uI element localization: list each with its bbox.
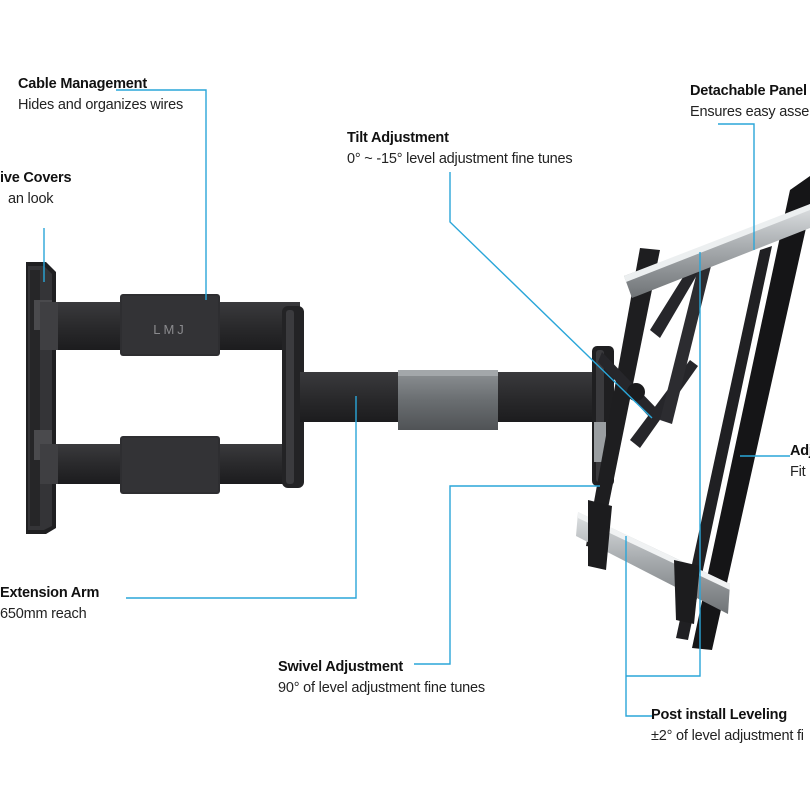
brand-logo: LMJ (153, 322, 187, 337)
callout-desc: Fit (790, 464, 806, 480)
callout-title: Extension Arm (0, 585, 100, 601)
callout-desc: an look (8, 191, 54, 207)
leader-panel (718, 123, 755, 250)
callout-desc: ±2° of level adjustment fi (651, 728, 804, 744)
leader-cable (116, 89, 207, 300)
callout-title: Detachable Panel (690, 83, 807, 99)
callout-title: Post install Leveling (651, 707, 787, 723)
callout-title: Adj (790, 443, 810, 459)
callout-cable-management: Cable Management Hides and organizes wir… (18, 75, 183, 114)
callout-desc: 90° of level adjustment fine tunes (278, 680, 485, 696)
leader-tilt (449, 172, 653, 419)
callout-desc: Hides and organizes wires (18, 97, 184, 113)
callout-adjust: Adj Fit (790, 442, 810, 481)
leader-arm (126, 396, 357, 599)
tv-bracket (576, 176, 810, 650)
leader-swivel (414, 485, 600, 665)
leader-leveling-right (626, 252, 701, 677)
callout-desc: Ensures easy asser (690, 104, 810, 120)
arm-hinge (282, 306, 304, 488)
callout-swivel-adjustment: Swivel Adjustment 90° of level adjustmen… (278, 658, 485, 697)
callout-covers: ive Covers an look (0, 169, 72, 208)
upper-arm: LMJ (40, 294, 300, 356)
callout-title: Cable Management (18, 76, 147, 92)
callout-post-install-leveling: Post install Leveling ±2° of level adjus… (651, 706, 804, 745)
callout-title: ive Covers (0, 170, 72, 186)
extension-arm (300, 370, 600, 430)
callout-title: Swivel Adjustment (278, 659, 403, 675)
callout-extension-arm: Extension Arm 650mm reach (0, 584, 99, 623)
callout-tilt-adjustment: Tilt Adjustment 0° ~ -15° level adjustme… (347, 129, 573, 168)
leader-leveling-left (625, 536, 652, 717)
callout-desc: 0° ~ -15° level adjustment fine tunes (347, 151, 573, 167)
callout-desc: 650mm reach (0, 606, 87, 622)
callout-detachable-panel: Detachable Panel Ensures easy asser (690, 82, 810, 121)
callout-title: Tilt Adjustment (347, 130, 449, 146)
lower-arm (40, 436, 300, 494)
